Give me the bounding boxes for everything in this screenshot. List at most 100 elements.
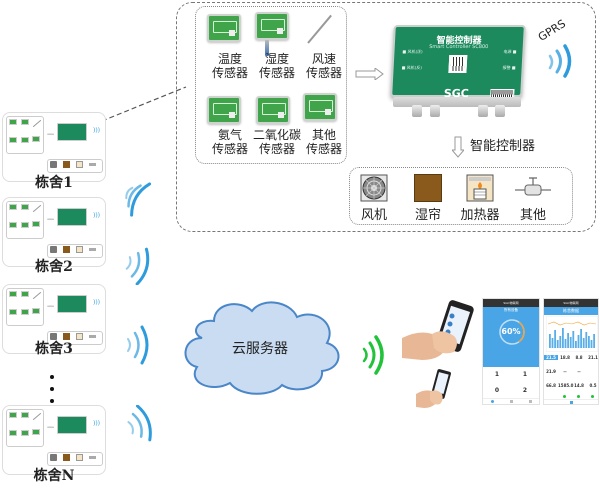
fan-icon: [360, 174, 388, 202]
hand-holding-phone-large: [402, 300, 474, 360]
mini-sensor-icon: [32, 221, 40, 227]
mini-controller-icon: [57, 208, 87, 226]
app-tabbar[interactable]: [483, 398, 539, 404]
reading-value: 21.1: [588, 355, 598, 360]
controller-tag: ■ 风机(反): [401, 65, 422, 70]
mini-sensor-group: [6, 116, 44, 154]
app-screen-devices: SGC物联网 所有设备 60% 1 1 0 2: [482, 298, 540, 405]
sensor-type: 传感器: [258, 142, 295, 156]
sensor-name: 二氧化碳: [252, 128, 301, 142]
sensor-label-co2: 二氧化碳 传感器: [246, 128, 308, 156]
chart-bar: [582, 338, 585, 348]
sensor-type: 传感器: [258, 66, 295, 80]
app-tabbar[interactable]: [544, 399, 598, 404]
smart-controller-device: 智能控制器 Smart Controller SC800 ■ 风机(正) ■ 风…: [390, 25, 526, 100]
mini-fan-icon: [50, 333, 57, 340]
mini-sensor-group: [6, 201, 44, 239]
wet-curtain-icon: [414, 174, 442, 202]
sensor-name: 湿度: [264, 52, 289, 66]
controller-label: 智能控制器: [470, 139, 536, 154]
controller-base: [393, 97, 521, 107]
status-dot-icon: [591, 395, 594, 398]
gprs-signal-icon: [548, 44, 572, 78]
sensor-label-humidity: 湿度 传感器: [251, 52, 303, 80]
mini-actuator-group: [47, 159, 103, 173]
barn-diagram: ⟹ ))): [2, 405, 106, 475]
mini-gprs-signal-icon: ))): [93, 420, 101, 427]
cloud-server-icon: [184, 301, 340, 395]
tab-user-icon[interactable]: [529, 400, 532, 403]
chart-bar: [575, 341, 577, 348]
mini-fan-icon: [50, 454, 57, 461]
mini-sensor-icon: [21, 430, 29, 436]
reading-value: 66.8: [546, 383, 556, 388]
app-header-area: 所有设备 60%: [483, 307, 539, 367]
chart-bar: [585, 332, 588, 348]
barn-diagram: ⟹ ))): [2, 197, 106, 267]
sensor-type: 传感器: [211, 142, 248, 156]
app-header-title: 所有设备: [504, 308, 518, 312]
reading-value: 18.8: [560, 355, 570, 360]
cloud-server-label: 云服务器: [232, 341, 288, 357]
chart-bar: [564, 339, 567, 348]
chart-bar: [567, 333, 569, 348]
chart-bar: [580, 329, 582, 348]
cable-gland-icon: [430, 105, 440, 117]
chart-bar: [590, 340, 593, 348]
ammonia-sensor-icon: [207, 96, 241, 124]
reading-value: 0.5: [589, 383, 597, 388]
humidity-probe-icon: [265, 40, 269, 56]
chart-bar: [572, 331, 575, 348]
sensor-group: [195, 6, 347, 164]
chart-bar: [551, 338, 554, 348]
reading-value: 14.8: [574, 383, 584, 388]
mini-arrow-icon: ⟹: [47, 425, 55, 431]
tab-device-icon[interactable]: [510, 400, 513, 403]
stat-value: 2: [522, 387, 528, 394]
chart-bar: [554, 330, 556, 348]
chart-line: [547, 321, 597, 326]
chart-bar: [556, 340, 559, 348]
temperature-sensor-icon: [207, 14, 241, 42]
stat-value: 0: [494, 387, 500, 394]
sensor-name: 风速: [311, 52, 336, 66]
sensor-label-other: 其他 传感器: [298, 128, 350, 156]
mini-actuator-group: [47, 452, 103, 466]
mini-sensor-icon: [21, 137, 29, 143]
tab-home-icon[interactable]: [570, 401, 573, 404]
mini-sensor-icon: [21, 204, 29, 210]
humidity-sensor-icon: [255, 12, 289, 40]
chart-bar: [562, 328, 564, 348]
barn-diagram: ⟹ ))): [2, 112, 106, 182]
barnN-signal-icon: [127, 405, 152, 442]
actuator-label-wet-curtain: 湿帘: [414, 208, 441, 223]
app-header-title: 栋舍数据: [544, 307, 598, 315]
mini-arrow-icon: ⟹: [47, 132, 55, 138]
heater-icon: [466, 174, 494, 202]
mini-sensor-icon: [9, 291, 17, 297]
sensor-label-temperature: 温度 传感器: [204, 52, 256, 80]
mini-sensor-group: [6, 288, 44, 326]
mini-actuator-group: [47, 244, 103, 258]
barn-label: 栋舍N: [33, 468, 75, 484]
mini-sensor-icon: [21, 309, 29, 315]
tab-home-icon[interactable]: [491, 400, 494, 403]
sensor-label-wind-speed: 风速 传感器: [298, 52, 350, 80]
barn1-signal-icon: [125, 182, 152, 217]
sensor-type: 传感器: [305, 142, 342, 156]
qr-code-icon: [448, 55, 468, 73]
progress-gauge: [499, 319, 525, 345]
mini-heater-icon: [76, 246, 83, 253]
barn-label: 栋舍3: [35, 341, 73, 357]
mini-heater-icon: [76, 333, 83, 340]
cable-gland-icon: [495, 105, 505, 117]
app-topbar: SGC物联网: [544, 299, 598, 307]
reading-value: 21.5: [544, 355, 558, 360]
mini-sensor-icon: [9, 309, 17, 315]
sensor-name: 其他: [311, 128, 336, 142]
barn-label: 栋舍1: [35, 175, 73, 191]
barn-detail-panel: [176, 2, 596, 232]
mini-fan-icon: [50, 161, 57, 168]
reading-value: --: [577, 369, 581, 374]
